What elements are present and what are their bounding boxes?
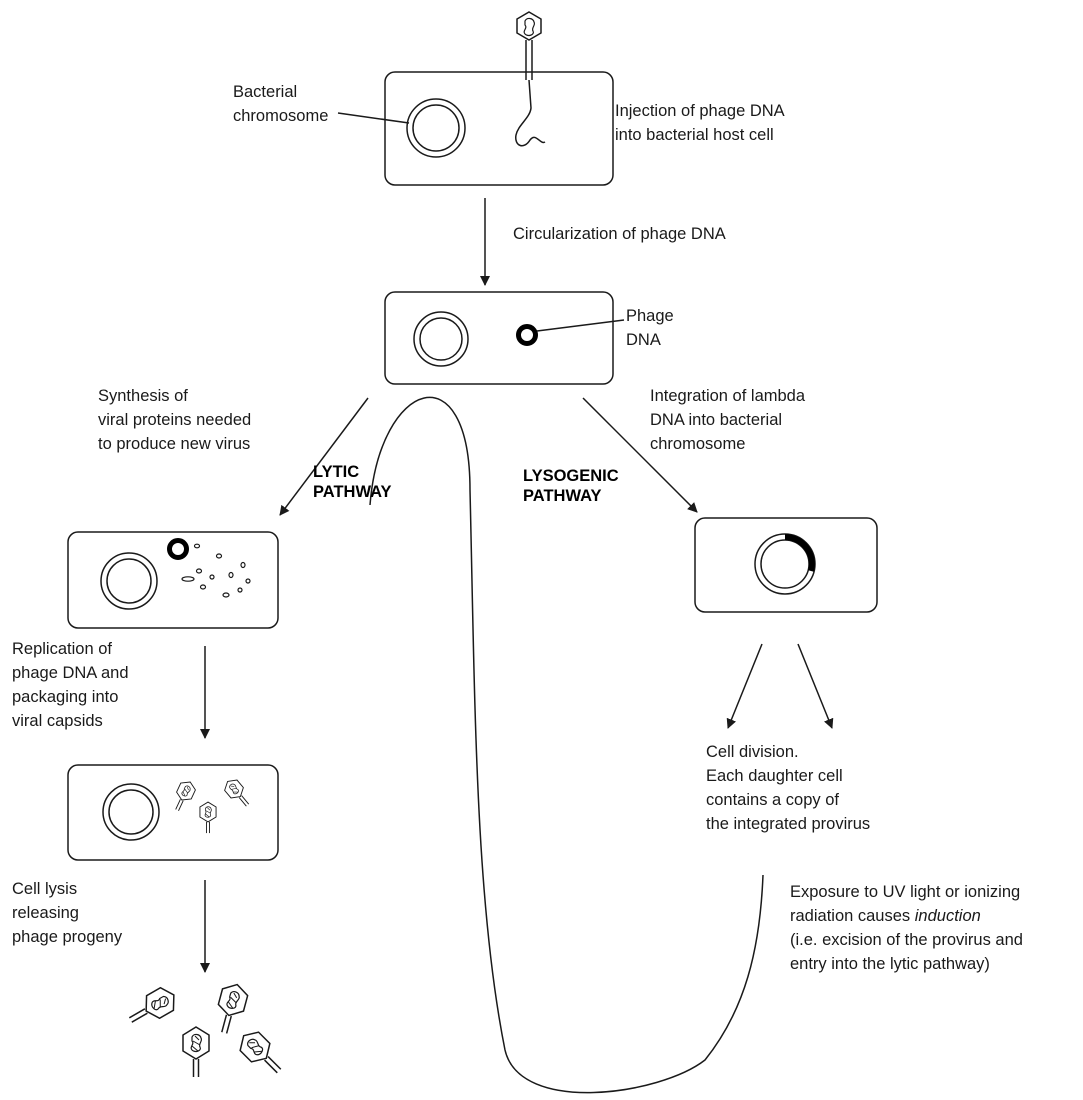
phage-dna-leader-line bbox=[536, 319, 625, 332]
label-phage-dna: Phage DNA bbox=[626, 307, 674, 349]
cell-circularized bbox=[384, 291, 625, 385]
cell-lytic-synthesis bbox=[67, 531, 279, 629]
integrated-provirus bbox=[784, 534, 815, 572]
arrow-division-right bbox=[797, 643, 834, 729]
label-bacterial-chromosome: Bacterial chromosome bbox=[233, 83, 329, 125]
injecting-phage bbox=[515, 11, 546, 147]
arrow-lysogenic bbox=[582, 397, 698, 513]
cell-injection bbox=[337, 11, 614, 186]
label-lysogenic-pathway: LYSOGENIC PATHWAY bbox=[523, 467, 619, 505]
injected-phage-dna bbox=[515, 79, 546, 147]
label-injection: Injection of phage DNA into bacterial ho… bbox=[615, 102, 785, 144]
chromosome-leader-line bbox=[337, 112, 410, 124]
label-integration: Integration of lambda DNA into bacterial… bbox=[650, 387, 806, 453]
label-cell-lysis: Cell lysis releasing phage progeny bbox=[12, 880, 123, 946]
phage-progeny bbox=[123, 980, 289, 1081]
arrow-lytic bbox=[279, 397, 369, 516]
label-synthesis: Synthesis of viral proteins needed to pr… bbox=[98, 387, 252, 453]
label-lytic-pathway: LYTIC PATHWAY bbox=[313, 463, 392, 501]
label-cell-division: Cell division. Each daughter cell contai… bbox=[706, 743, 871, 833]
label-exposure-induction: Exposure to UV light or ionizing radiati… bbox=[790, 883, 1023, 973]
cell-lysogen bbox=[694, 517, 878, 613]
viral-protein-particles bbox=[181, 543, 251, 598]
label-circularization: Circularization of phage DNA bbox=[513, 225, 726, 243]
induction-curve bbox=[369, 396, 764, 1094]
circular-phage-dna bbox=[516, 324, 538, 346]
bacterial-chromosome bbox=[406, 98, 466, 158]
cell-assembled-phages bbox=[67, 764, 279, 861]
arrow-division-left bbox=[726, 643, 763, 729]
label-replication: Replication of phage DNA and packaging i… bbox=[12, 640, 129, 730]
